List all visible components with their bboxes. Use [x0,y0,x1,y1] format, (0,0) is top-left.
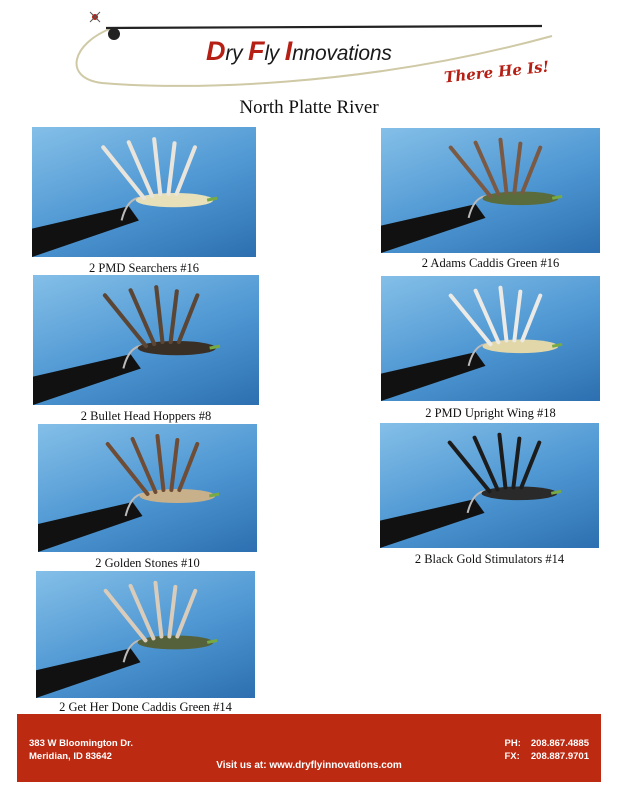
fly-rod-logo-graphic [75,11,553,87]
footer-address: 383 W Bloomington Dr. Meridian, ID 83642 [29,737,133,763]
company-logo: Dry Fly Innovations There He Is! [62,8,562,93]
fly-photo [38,424,257,552]
fly-photo [381,276,600,401]
phone-label: PH: [504,738,521,749]
fax-number: 208.887.9701 [530,751,589,762]
fly-caption: 2 PMD Searchers #16 [88,261,200,275]
brand-rest-2: ly [264,42,285,65]
footer-bar: 383 W Bloomington Dr. Meridian, ID 83642… [17,714,601,782]
brand-rest-1: ry [225,42,249,65]
fly-caption: 2 Bullet Head Hoppers #8 [80,409,212,423]
fly-caption: 2 PMD Upright Wing #18 [425,406,556,420]
fly-caption: 2 Black Gold Stimulators #14 [414,552,565,566]
fax-label: FX: [504,751,520,762]
website-link[interactable]: Visit us at: www.dryflyinnovations.com [216,760,402,771]
fly-photo [380,423,599,548]
fly-caption: 2 Golden Stones #10 [95,556,200,570]
footer-contact: PH: 208.867.4885 FX: 208.887.9701 [505,737,590,763]
brand-wordmark: Dry Fly Innovations [206,36,392,67]
fly-photo [33,275,259,405]
brand-initial-d: D [206,36,226,66]
fly-photo [36,571,255,698]
brand-initial-i: I [284,36,293,66]
address-line-2: Meridian, ID 83642 [29,751,112,762]
fly-photo [32,127,256,257]
phone-number[interactable]: 208.867.4885 [530,738,589,749]
brand-initial-f: F [248,36,265,66]
page-title: North Platte River [239,97,379,118]
brand-rest-3: nnovations [292,42,392,65]
fly-caption: 2 Get Her Done Caddis Green #14 [59,700,232,714]
fly-caption: 2 Adams Caddis Green #16 [421,256,560,270]
fly-photo [381,128,600,253]
address-line-1: 383 W Bloomington Dr. [29,738,133,749]
